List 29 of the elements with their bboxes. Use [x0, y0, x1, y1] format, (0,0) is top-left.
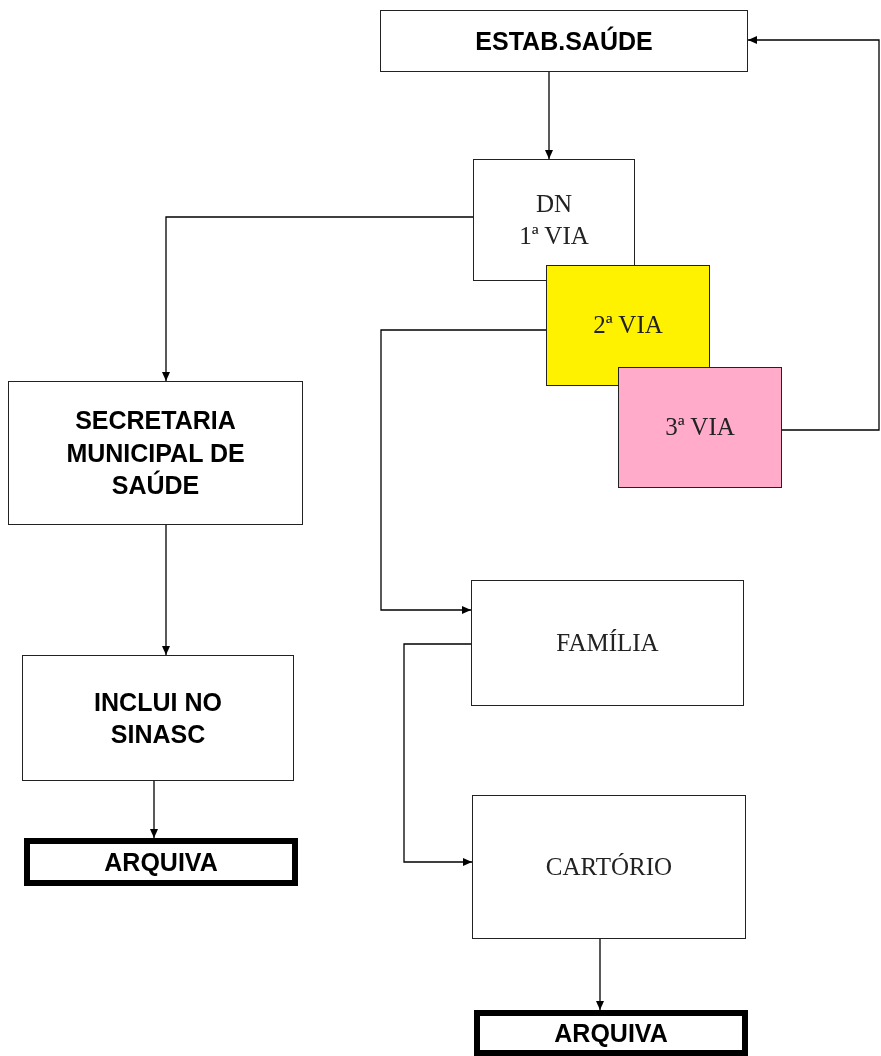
box-label: ARQUIVA	[104, 846, 218, 878]
process-box	[24, 838, 298, 886]
process-box	[8, 381, 303, 525]
arrow	[747, 36, 880, 431]
arrow	[596, 938, 604, 1011]
process-box	[618, 367, 782, 488]
box-label: DN	[535, 188, 573, 219]
box-label: ESTAB.SAÚDE	[475, 25, 653, 57]
box-label: CARTÓRIO	[545, 851, 673, 882]
box-label: 1ª VIA	[519, 221, 589, 251]
arrow	[380, 329, 547, 614]
box-label: ARQUIVA	[554, 1017, 668, 1049]
process-box	[471, 580, 744, 706]
box-label: FAMÍLIA	[556, 627, 659, 658]
arrow	[545, 71, 553, 160]
process-box	[474, 1010, 748, 1056]
process-box	[380, 10, 748, 72]
box-label: SECRETARIA MUNICIPAL DE SAÚDE	[65, 405, 246, 502]
arrow	[150, 780, 158, 839]
box-label: 2ª VIA	[593, 310, 663, 341]
arrow	[162, 216, 474, 382]
arrow	[403, 643, 473, 866]
arrow	[162, 524, 170, 656]
process-box	[22, 655, 294, 781]
process-box	[546, 265, 710, 386]
process-box	[473, 159, 635, 281]
box-label: INCLUI NO SINASC	[93, 686, 223, 750]
box-label: 3ª VIA	[665, 412, 735, 443]
process-box	[472, 795, 746, 939]
